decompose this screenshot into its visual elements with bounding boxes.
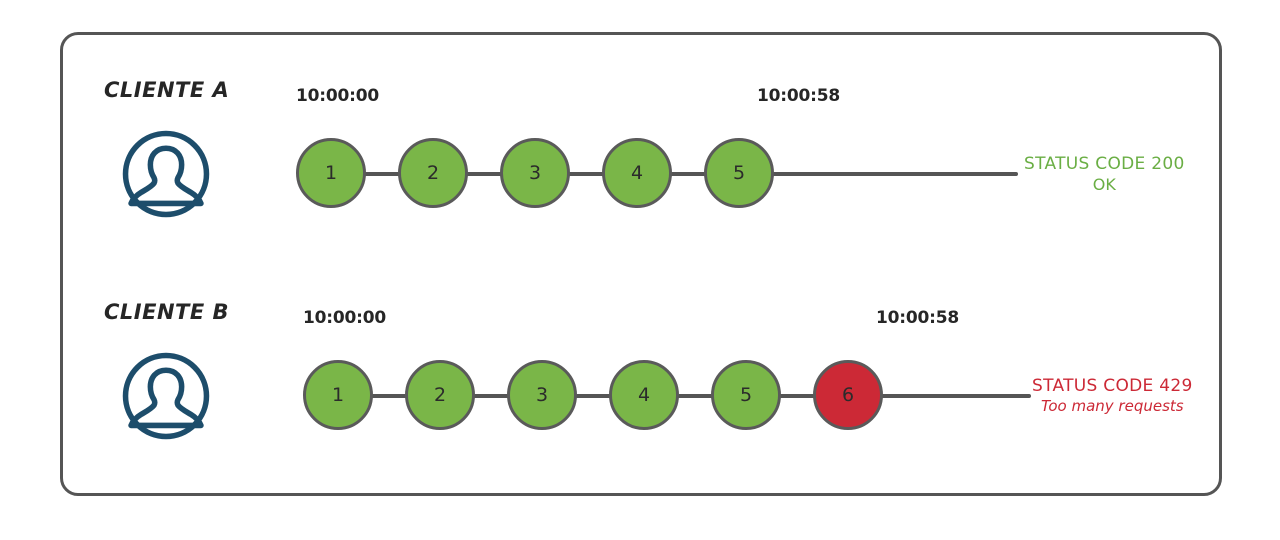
connector-1-2 bbox=[362, 172, 402, 176]
connector-1-2 bbox=[369, 394, 409, 398]
status-text-a: OK bbox=[1092, 175, 1116, 194]
request-node[interactable]: 5 bbox=[704, 138, 774, 208]
request-node[interactable]: 2 bbox=[398, 138, 468, 208]
request-node-blocked[interactable]: 6 bbox=[813, 360, 883, 430]
timestamp-start-a: 10:00:00 bbox=[296, 86, 379, 106]
request-node[interactable]: 2 bbox=[405, 360, 475, 430]
status-code-a: STATUS CODE 200 bbox=[1024, 154, 1185, 174]
status-badge-a: STATUS CODE 200 OK bbox=[1024, 154, 1185, 194]
connector-2-3 bbox=[471, 394, 511, 398]
client-b-label: CLIENTE B bbox=[104, 300, 230, 324]
timestamp-end-b: 10:00:58 bbox=[876, 308, 959, 328]
connector-4-5 bbox=[675, 394, 715, 398]
timestamp-start-b: 10:00:00 bbox=[303, 308, 386, 328]
status-badge-b: STATUS CODE 429 Too many requests bbox=[1032, 376, 1193, 415]
connector-3-4 bbox=[566, 172, 606, 176]
connector-5-status bbox=[770, 172, 1018, 176]
connector-5-6 bbox=[777, 394, 817, 398]
connector-2-3 bbox=[464, 172, 504, 176]
request-node[interactable]: 4 bbox=[609, 360, 679, 430]
user-avatar-icon bbox=[120, 128, 212, 220]
user-avatar-icon bbox=[120, 350, 212, 442]
connector-4-5 bbox=[668, 172, 708, 176]
request-node[interactable]: 3 bbox=[507, 360, 577, 430]
client-a-label: CLIENTE A bbox=[104, 78, 230, 102]
connector-6-status bbox=[879, 394, 1031, 398]
connector-3-4 bbox=[573, 394, 613, 398]
request-node[interactable]: 4 bbox=[602, 138, 672, 208]
timestamp-end-a: 10:00:58 bbox=[757, 86, 840, 106]
status-code-b: STATUS CODE 429 bbox=[1032, 376, 1193, 396]
request-node[interactable]: 1 bbox=[303, 360, 373, 430]
request-node[interactable]: 3 bbox=[500, 138, 570, 208]
request-node[interactable]: 5 bbox=[711, 360, 781, 430]
status-text-b: Too many requests bbox=[1041, 397, 1184, 415]
request-node[interactable]: 1 bbox=[296, 138, 366, 208]
